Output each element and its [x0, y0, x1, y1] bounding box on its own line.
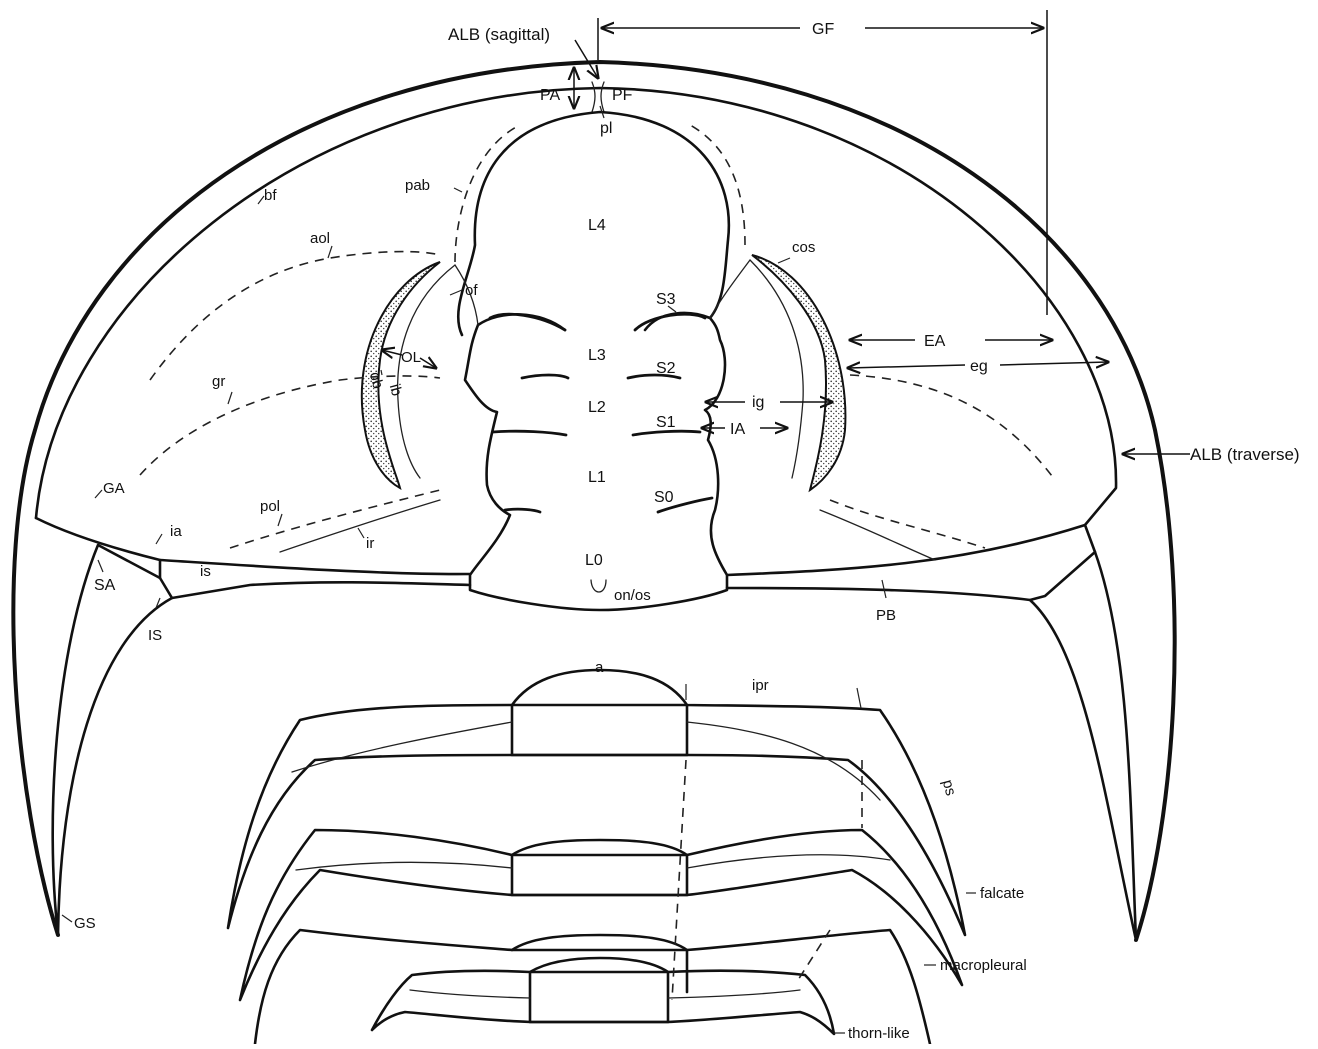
label-aol: aol [310, 230, 330, 247]
segment-1-axial-ring [512, 705, 687, 755]
label-ir: ir [366, 535, 374, 552]
label-pab: pab [405, 177, 430, 194]
label-s2: S2 [656, 360, 676, 377]
label-s1: S1 [656, 414, 676, 431]
label-l0: L0 [585, 552, 603, 569]
cephalon-outer-border [13, 62, 1174, 940]
leader-cos [778, 258, 790, 263]
label-is-spine: IS [148, 627, 162, 644]
label-l2: L2 [588, 399, 606, 416]
label-alb-sagittal: ALB (sagittal) [448, 25, 550, 44]
label-bf: bf [264, 187, 277, 204]
label-ipr: ipr [752, 677, 769, 694]
label-gr: gr [212, 373, 225, 390]
leader-ga [95, 490, 102, 498]
label-l4: L4 [588, 217, 606, 234]
label-of: of [465, 282, 478, 299]
aol-dashed [150, 252, 440, 380]
ir-line [280, 500, 440, 552]
label-ia: ia [170, 523, 182, 540]
label-ol: OL [401, 349, 421, 366]
alb-sagittal-arrow [575, 40, 598, 78]
ol-arrow-right [420, 358, 436, 368]
eg-arrow-left [848, 365, 965, 368]
ol-arrow-left [382, 350, 402, 355]
label-gf: GF [812, 21, 834, 38]
leader-gs [62, 915, 72, 922]
s1-furrow-left [493, 431, 566, 435]
leader-of [450, 290, 462, 295]
label-pl: pl [600, 120, 612, 137]
left-genal-spine [53, 545, 172, 935]
label-s3: S3 [656, 291, 676, 308]
segment-1-pleural-furrow-left [292, 722, 512, 772]
label-eg: eg [970, 358, 988, 375]
label-on-os: on/os [614, 587, 651, 604]
right-genal-dashed-1 [850, 375, 1055, 480]
label-ea: EA [924, 333, 946, 350]
label-s0: S0 [654, 489, 674, 506]
s0-furrow-left [505, 509, 540, 512]
segment-3-outline [255, 930, 930, 1044]
pab-right-dashed [690, 125, 745, 245]
cephalon-inner-border [36, 88, 1116, 525]
s1-furrow-right [633, 431, 700, 435]
label-thorn-like: thorn-like [848, 1025, 910, 1042]
label-sa: SA [94, 577, 116, 594]
segment-4-axial-ring [530, 972, 668, 1022]
right-ir-line [820, 510, 935, 560]
label-gs: GS [74, 915, 96, 932]
leader-pab [454, 188, 462, 192]
axial-dashed-line [672, 760, 686, 1000]
label-macropleural: macropleural [940, 957, 1027, 974]
label-pb: PB [876, 607, 896, 624]
segment-1-fulcrum-right [857, 688, 861, 708]
label-cos: cos [792, 239, 815, 256]
label-ps: ps [939, 778, 960, 798]
label-l3: L3 [588, 347, 606, 364]
label-a: a [595, 659, 604, 676]
leader-gr [228, 392, 232, 404]
label-ig: ig [752, 394, 764, 411]
leader-ir [358, 528, 364, 538]
label-ib: ib [386, 382, 405, 398]
right-posterior-border [727, 525, 1095, 600]
segment-2-axial-ring [512, 855, 687, 895]
label-pol: pol [260, 498, 280, 515]
segment-2-pleural-furrow-left [296, 862, 512, 870]
segment-2-pleural-furrow-right [687, 855, 890, 868]
eg-arrow-right [1000, 362, 1108, 365]
label-pf: PF [612, 87, 633, 104]
occipital-node [591, 580, 606, 592]
label-falcate: falcate [980, 885, 1024, 902]
right-eye-lobe [752, 255, 845, 490]
label-alb-traverse: ALB (traverse) [1190, 445, 1300, 464]
s2-furrow-left [522, 375, 568, 378]
right-genal-spine [1030, 552, 1136, 940]
segment-4-pleural-furrow-left [410, 990, 530, 998]
leader-pol [278, 514, 282, 526]
label-l1: L1 [588, 469, 606, 486]
leader-ia [156, 534, 162, 544]
label-pa: PA [540, 87, 560, 104]
label-ga: GA [103, 480, 125, 497]
label-ia-upper: IA [730, 421, 745, 438]
preglabellar-furrow-mark [592, 82, 604, 112]
leader-sa [98, 560, 103, 572]
label-is: is [200, 563, 211, 580]
leader-aol [328, 246, 332, 258]
